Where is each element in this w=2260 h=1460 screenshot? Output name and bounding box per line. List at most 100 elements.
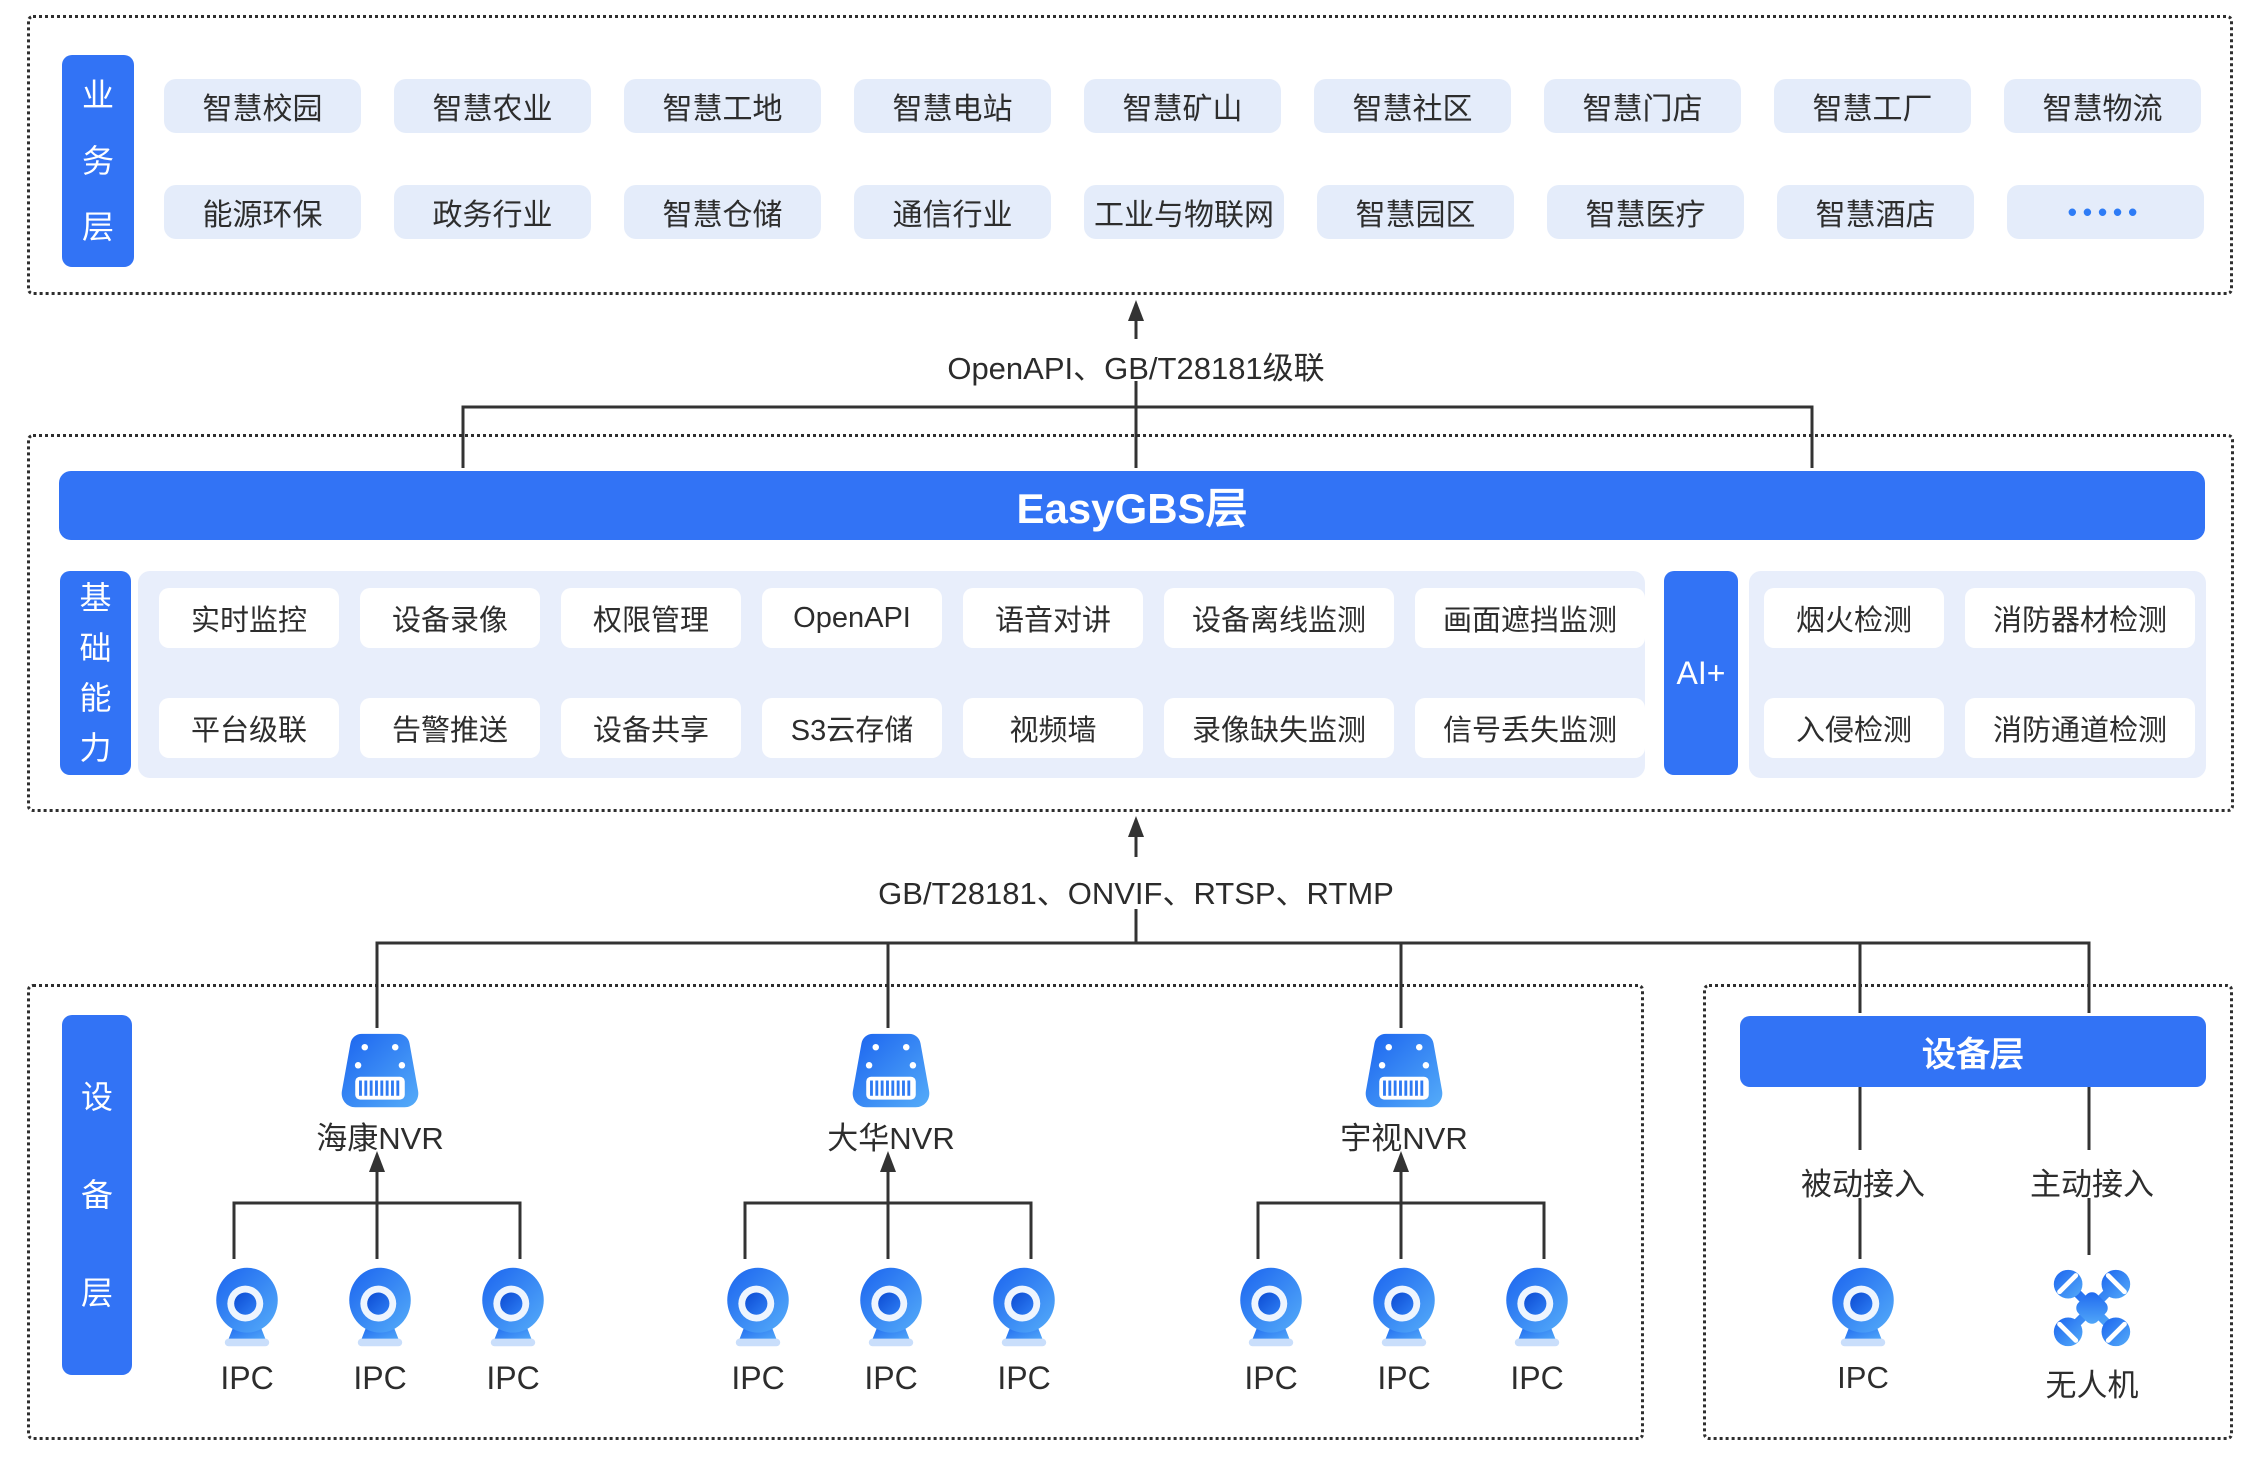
device-label: IPC bbox=[1837, 1360, 1889, 1395]
top-connector-label: OpenAPI、GB/T28181级联 bbox=[947, 351, 1325, 386]
ipc-label: IPC bbox=[864, 1360, 918, 1396]
business-row-2: 能源环保政务行业智慧仓储通信行业工业与物联网智慧园区智慧医疗智慧酒店 ••••• bbox=[164, 185, 2204, 239]
ai-capability-box: 入侵检测 bbox=[1764, 698, 1944, 758]
device-layer-bar: 设备层 bbox=[1740, 1016, 2206, 1087]
device-layer-tag: 设备层 bbox=[62, 1015, 132, 1375]
access-mode-label: 被动接入 bbox=[1801, 1167, 1925, 1202]
ipc-row: IPC IPC IPC bbox=[1221, 1266, 1587, 1397]
capability-box: 实时监控 bbox=[159, 588, 339, 648]
ipc-row: IPC IPC IPC bbox=[708, 1266, 1074, 1397]
drone-icon bbox=[2050, 1266, 2134, 1350]
ipc-item: IPC bbox=[708, 1266, 808, 1397]
business-layer-section: 业务层 智慧校园智慧农业智慧工地智慧电站智慧矿山智慧社区智慧门店智慧工厂智慧物流… bbox=[27, 15, 2233, 295]
capability-box: S3云存储 bbox=[762, 698, 942, 758]
business-chip: 智慧仓储 bbox=[624, 185, 821, 239]
ipc-label: IPC bbox=[1244, 1360, 1298, 1396]
business-chip: ••••• bbox=[2007, 185, 2204, 239]
capability-box: 设备录像 bbox=[360, 588, 540, 648]
capability-box: 告警推送 bbox=[360, 698, 540, 758]
easygbs-layer-section: EasyGBS层 基础能力 实时监控设备录像权限管理 OpenAPI 语音对讲设备离… bbox=[27, 434, 2234, 812]
ai-row-2: 入侵检测消防通道检测 bbox=[1764, 698, 2196, 758]
business-chip: 智慧园区 bbox=[1317, 185, 1514, 239]
ipc-camera-icon bbox=[471, 1266, 555, 1348]
ipc-item: IPC bbox=[841, 1266, 941, 1397]
ai-panel: 烟火检测消防器材检测 入侵检测消防通道检测 bbox=[1749, 571, 2206, 778]
capability-box: 设备共享 bbox=[561, 698, 741, 758]
nvr-label: 大华NVR bbox=[827, 1121, 955, 1156]
nvr-group-dahua: 大华NVR IPC IPC IPC bbox=[708, 987, 1074, 1437]
business-chip: 智慧物流 bbox=[2004, 79, 2201, 133]
ai-capability-box: 消防通道检测 bbox=[1965, 698, 2196, 758]
ipc-camera-icon bbox=[982, 1266, 1066, 1348]
ipc-camera-icon bbox=[338, 1266, 422, 1348]
ai-row-1: 烟火检测消防器材检测 bbox=[1764, 588, 2196, 648]
business-chip: 智慧电站 bbox=[854, 79, 1051, 133]
ipc-label: IPC bbox=[731, 1360, 785, 1396]
nvr-icon bbox=[843, 1031, 939, 1111]
capability-box: 设备离线监测 bbox=[1164, 588, 1395, 648]
device-layer-left-section: 设备层 海康NVR IPC IPC bbox=[27, 984, 1644, 1440]
ipc-label: IPC bbox=[353, 1360, 407, 1396]
access-mode-label: 主动接入 bbox=[2030, 1167, 2154, 1202]
ipc-label: IPC bbox=[1377, 1360, 1431, 1396]
ipc-label: IPC bbox=[486, 1360, 540, 1396]
business-chip: 智慧矿山 bbox=[1084, 79, 1281, 133]
nvr-label: 海康NVR bbox=[316, 1121, 444, 1156]
capability-row-1: 实时监控设备录像权限管理 OpenAPI 语音对讲设备离线监测画面遮挡监测 bbox=[159, 588, 1646, 648]
nvr-group-uniview: 宇视NVR IPC IPC IPC bbox=[1221, 987, 1587, 1437]
capability-panel: 实时监控设备录像权限管理 OpenAPI 语音对讲设备离线监测画面遮挡监测 平台级联… bbox=[138, 571, 1646, 778]
ai-capability-box: 消防器材检测 bbox=[1965, 588, 2196, 648]
capability-box: 权限管理 bbox=[561, 588, 741, 648]
easygbs-bar: EasyGBS层 bbox=[59, 471, 2205, 540]
ipc-camera-icon bbox=[716, 1266, 800, 1348]
business-chip: 工业与物联网 bbox=[1084, 185, 1284, 239]
capability-tag: 基础能力 bbox=[60, 571, 131, 775]
capability-box: 信号丢失监测 bbox=[1415, 698, 1646, 758]
business-chip: 智慧酒店 bbox=[1777, 185, 1974, 239]
business-chip: 智慧校园 bbox=[164, 79, 361, 133]
business-chip: 通信行业 bbox=[854, 185, 1051, 239]
ai-capability-box: 烟火检测 bbox=[1764, 588, 1944, 648]
ipc-camera-icon bbox=[849, 1266, 933, 1348]
ipc-camera-icon bbox=[1362, 1266, 1446, 1348]
ipc-camera-icon bbox=[1821, 1266, 1905, 1348]
capability-box: 视频墙 bbox=[963, 698, 1143, 758]
business-layer-tag: 业务层 bbox=[62, 55, 134, 267]
device-label: 无人机 bbox=[2045, 1368, 2139, 1403]
ipc-item: IPC bbox=[1354, 1266, 1454, 1397]
business-row-1: 智慧校园智慧农业智慧工地智慧电站智慧矿山智慧社区智慧门店智慧工厂智慧物流 bbox=[164, 79, 2201, 133]
capability-box: 画面遮挡监测 bbox=[1415, 588, 1646, 648]
ipc-label: IPC bbox=[1510, 1360, 1564, 1396]
business-chip: 智慧农业 bbox=[394, 79, 591, 133]
capability-box: 录像缺失监测 bbox=[1164, 698, 1395, 758]
nvr-icon bbox=[1356, 1031, 1452, 1111]
ipc-camera-icon bbox=[205, 1266, 289, 1348]
business-chip: 智慧医疗 bbox=[1547, 185, 1744, 239]
capability-box: OpenAPI bbox=[762, 588, 942, 648]
active-access-column: 主动接入 无人机 bbox=[2002, 987, 2182, 1437]
bottom-connector-label: GB/T28181、ONVIF、RTSP、RTMP bbox=[878, 876, 1394, 911]
business-chip: 智慧工地 bbox=[624, 79, 821, 133]
ipc-row: IPC IPC IPC bbox=[197, 1266, 563, 1397]
ipc-item: IPC bbox=[1221, 1266, 1321, 1397]
ipc-camera-icon bbox=[1229, 1266, 1313, 1348]
ipc-item: IPC bbox=[463, 1266, 563, 1397]
business-chip: 能源环保 bbox=[164, 185, 361, 239]
ipc-item: IPC bbox=[330, 1266, 430, 1397]
ipc-label: IPC bbox=[997, 1360, 1051, 1396]
business-chip: 智慧工厂 bbox=[1774, 79, 1971, 133]
ipc-item: IPC bbox=[974, 1266, 1074, 1397]
ai-plus-tag: AI+ bbox=[1664, 571, 1738, 775]
nvr-group-hikvision: 海康NVR IPC IPC IPC bbox=[197, 987, 563, 1437]
capability-row-2: 平台级联告警推送设备共享 S3云存储视频墙录像缺失监测信号丢失监测 bbox=[159, 698, 1646, 758]
capability-box: 语音对讲 bbox=[963, 588, 1143, 648]
business-chip: 政务行业 bbox=[394, 185, 591, 239]
device-layer-right-section: 设备层 被动接入 IPC 主动接入 无人机 bbox=[1703, 984, 2233, 1440]
business-chip: 智慧社区 bbox=[1314, 79, 1511, 133]
nvr-icon bbox=[332, 1031, 428, 1111]
capability-box: 平台级联 bbox=[159, 698, 339, 758]
ipc-label: IPC bbox=[220, 1360, 274, 1396]
ipc-item: IPC bbox=[1487, 1266, 1587, 1397]
nvr-label: 宇视NVR bbox=[1340, 1121, 1468, 1156]
